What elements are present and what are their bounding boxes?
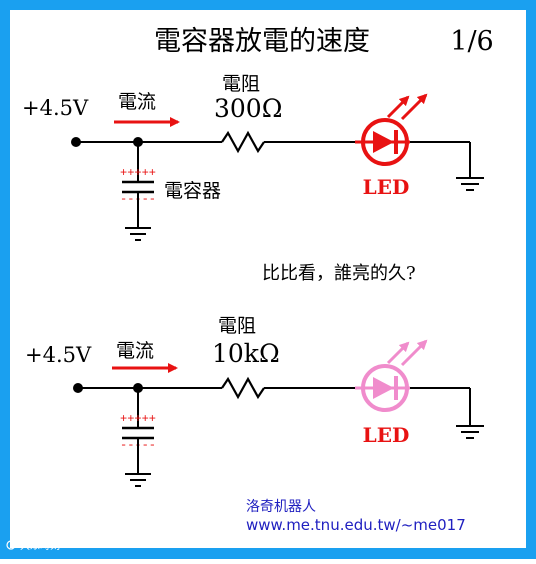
resistor-value-bottom: 10kΩ <box>212 339 280 368</box>
capacitor-label-top: 電容器 <box>164 180 221 202</box>
led-top <box>355 93 428 166</box>
credit-name: 洛奇机器人 <box>246 498 316 515</box>
credit-url: www.me.tnu.edu.tw/~me017 <box>246 516 466 534</box>
resistor-bottom <box>221 376 265 400</box>
resistor-top <box>221 130 265 154</box>
current-label-top: 電流 <box>118 91 156 113</box>
slide-canvas <box>10 10 526 548</box>
ground-bottom-right <box>456 425 484 439</box>
led-bottom <box>355 339 428 412</box>
resistor-label-top: 電阻 <box>222 73 260 95</box>
circuit-bottom: +4.5V 電流 電阻 10kΩ LED ++ <box>25 315 484 487</box>
watermark-logo-icon <box>6 540 16 550</box>
voltage-label-bottom: +4.5V <box>25 343 92 367</box>
voltage-label-top: +4.5V <box>22 96 89 120</box>
charge-plus-bottom: +++++ <box>120 412 156 426</box>
led-label-top: LED <box>363 175 410 199</box>
watermark: 大眾時刻 <box>6 539 60 552</box>
input-terminal-top <box>71 137 81 147</box>
input-terminal-bottom <box>73 383 83 393</box>
circuit-top: +4.5V 電流 電阻 300Ω LED ++ <box>22 73 484 241</box>
slide-title: 電容器放電的速度 <box>154 26 370 57</box>
page-number: 1/6 <box>450 26 493 57</box>
watermark-text: 大眾時刻 <box>20 539 60 552</box>
ground-top-right <box>456 177 484 191</box>
current-label-bottom: 電流 <box>116 340 154 362</box>
ground-top-cap <box>125 227 151 241</box>
charge-plus-top: +++++ <box>120 166 156 180</box>
resistor-value-top: 300Ω <box>214 94 282 123</box>
comparison-question: 比比看，誰亮的久? <box>262 263 416 284</box>
resistor-label-bottom: 電阻 <box>218 315 256 337</box>
led-label-bottom: LED <box>363 423 410 447</box>
ground-bottom-cap <box>125 473 151 487</box>
